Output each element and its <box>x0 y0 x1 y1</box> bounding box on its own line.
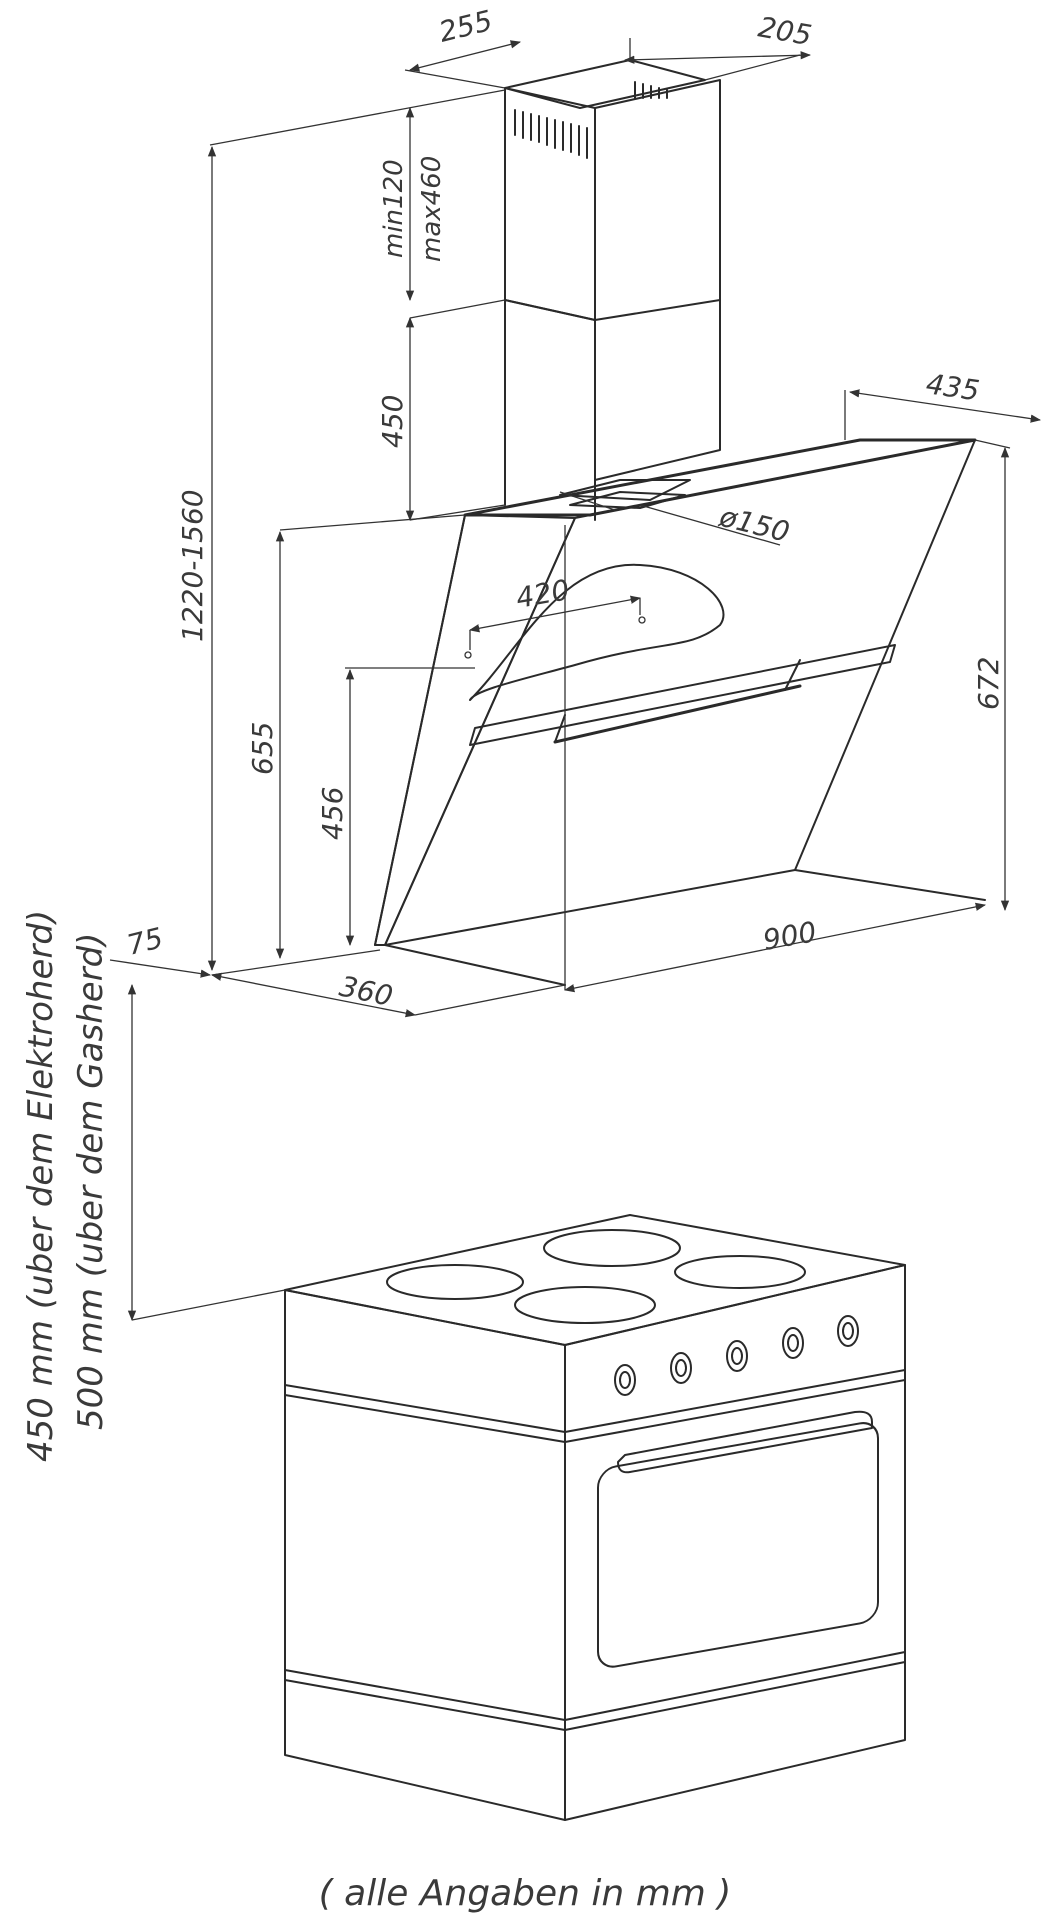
dim-duct-diameter: ø150 <box>715 500 792 549</box>
dim-chimney-lower: 450 <box>376 395 409 448</box>
chimney <box>504 59 721 521</box>
oven-handle <box>617 1410 873 1474</box>
units-footer: ( alle Angaben in mm ) <box>319 1873 732 1914</box>
dim-total-height: 1220-1560 <box>176 489 209 642</box>
chimney-vent-slots <box>514 81 668 159</box>
oven-window <box>597 1422 879 1668</box>
dim-offset-75: 75 <box>124 921 167 962</box>
stove-knobs <box>614 1315 859 1396</box>
dim-width-900: 900 <box>760 915 818 957</box>
dim-chimney-depth: 255 <box>436 4 496 49</box>
dim-height-456: 456 <box>316 787 349 840</box>
dim-chimney-upper-max: max460 <box>417 156 447 262</box>
dimension-lines <box>109 38 1042 1322</box>
dim-chimney-upper-min: min120 <box>379 159 409 258</box>
clearance-electric: 450 mm (uber dem Elektroherd) <box>21 910 61 1462</box>
dim-hanger-spacing: 420 <box>513 573 571 615</box>
hood <box>374 438 986 986</box>
stove <box>284 1214 906 1821</box>
dim-height-655: 655 <box>246 722 279 775</box>
dim-height-672: 672 <box>972 657 1005 710</box>
dim-chimney-width: 205 <box>756 10 814 52</box>
clearance-gas: 500 mm (uber dem Gasherd) <box>71 933 111 1430</box>
dim-depth-top: 435 <box>924 367 982 407</box>
clearance-labels: 450 mm (uber dem Elektroherd) 500 mm (ub… <box>21 910 111 1462</box>
dim-depth-360: 360 <box>337 970 396 1013</box>
